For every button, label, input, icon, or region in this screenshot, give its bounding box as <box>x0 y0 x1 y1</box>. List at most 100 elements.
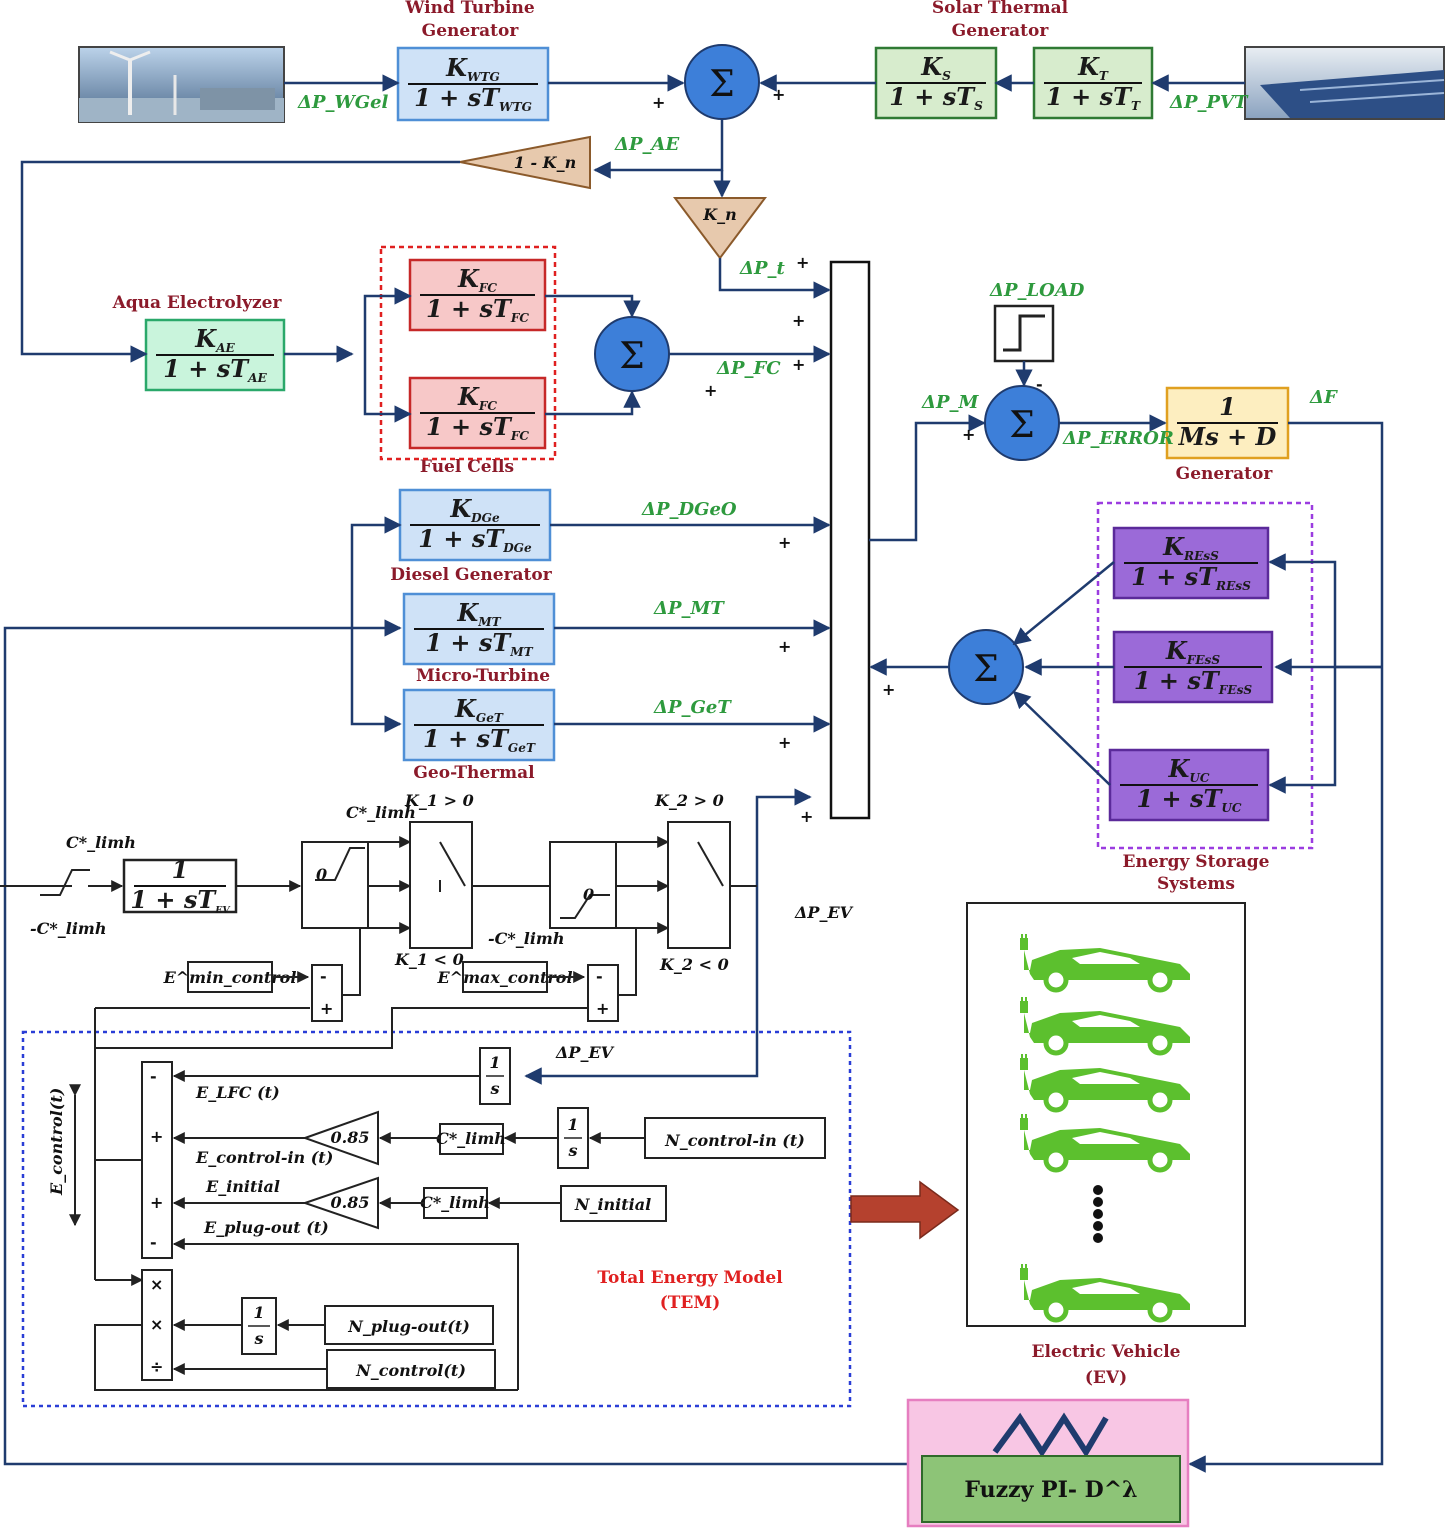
electric-car-icon <box>1020 934 1190 993</box>
svg-text:s: s <box>489 1079 499 1098</box>
electric-car-icon <box>1020 1114 1190 1173</box>
signal-mt: ΔP_MT <box>653 598 725 619</box>
evlag-block: 11 + sTEV <box>122 855 238 916</box>
svg-text:1: 1 <box>253 1303 264 1322</box>
elfc-label: E_LFC (t) <box>195 1083 280 1102</box>
svg-text:+: + <box>150 1127 163 1146</box>
dge-denominator: 1 + sTDGe <box>418 524 532 555</box>
svg-text:×: × <box>150 1315 163 1334</box>
ae-gain-label: 1 - K_n <box>514 153 576 172</box>
sum-fuel-cells: Σ <box>594 316 670 392</box>
c-box-2: C*_limh <box>420 1193 490 1212</box>
signal-fc: ΔP_FC <box>716 358 781 379</box>
svg-text:+: + <box>778 637 791 656</box>
res-denominator: 1 + sTREsS <box>1131 562 1251 593</box>
get-denominator: 1 + sTGeT <box>423 724 536 755</box>
fc1-numerator: KFC <box>457 264 497 295</box>
k1-top: K_1 > 0 <box>404 791 474 810</box>
svg-text:+: + <box>882 680 895 699</box>
svg-text:Σ: Σ <box>1009 405 1034 446</box>
solar-title-1: Solar Thermal <box>932 0 1069 18</box>
clink-bot: -C*_limh <box>30 919 106 938</box>
uc-numerator: KUC <box>1167 754 1209 785</box>
solar-panel-image <box>1244 46 1445 120</box>
k1-bot: K_1 < 0 <box>394 950 464 969</box>
svg-text:-: - <box>320 967 327 986</box>
signal-pt: ΔP_t <box>739 258 786 279</box>
wtg-numerator: KWTG <box>445 53 500 84</box>
svg-text:s: s <box>567 1141 577 1160</box>
zero-1: 0 <box>316 865 327 884</box>
svg-text:÷: ÷ <box>150 1357 163 1376</box>
ae-denominator: 1 + sTAE <box>163 354 267 385</box>
svg-text:+: + <box>320 999 333 1018</box>
svg-text:+: + <box>778 533 791 552</box>
fc2-numerator: KFC <box>457 382 497 413</box>
svg-text:+: + <box>800 807 813 826</box>
n-control-in-box: N_control-in (t) <box>664 1131 805 1150</box>
c-box-1: C*_limh <box>436 1129 506 1148</box>
signal-df: ΔF <box>1309 387 1338 408</box>
evlag-denominator: 1 + sTEV <box>130 885 231 916</box>
signal-dgeo: ΔP_DGeO <box>641 499 737 520</box>
ae-gain-block: 1 - K_n <box>459 135 591 190</box>
svg-text:+: + <box>772 85 785 104</box>
clink-3: -C*_limh <box>488 929 564 948</box>
svg-text:-: - <box>1036 375 1043 394</box>
ae-numerator: KAE <box>194 324 235 355</box>
einitial-label: E_initial <box>205 1177 280 1196</box>
solar-s-numerator: KS <box>920 52 951 83</box>
fuel-title: Fuel Cells <box>420 457 514 477</box>
fc2-denominator: 1 + sTFC <box>426 412 529 443</box>
fes-denominator: 1 + sTFEsS <box>1134 666 1253 697</box>
gen-numerator: 1 <box>1219 392 1236 421</box>
fes-numerator: KFEsS <box>1165 636 1220 667</box>
mt-denominator: 1 + sTMT <box>425 628 533 659</box>
svg-text:-: - <box>150 1067 157 1086</box>
gen-denominator: Ms + D <box>1178 422 1277 451</box>
micro-title: Micro-Turbine <box>416 666 550 686</box>
wind-turbine-image <box>78 46 285 123</box>
svg-text:+: + <box>652 93 665 112</box>
clink-2: C*_limh <box>346 803 416 822</box>
tem-title-1: Total Energy Model <box>597 1268 783 1288</box>
svg-text:×: × <box>150 1275 163 1294</box>
signal-ae: ΔP_AE <box>614 134 679 155</box>
solar-t-block: KT1 + sTT <box>1032 46 1154 120</box>
signal-pvt: ΔP_PVT <box>1169 92 1249 113</box>
geo-title: Geo-Thermal <box>413 763 535 783</box>
power-bus <box>829 260 871 820</box>
solar-title-2: Generator <box>952 21 1050 41</box>
junction-signs: + + + + + + - + + + + + + <box>652 85 1043 826</box>
ev-control: C*_limh -C*_limh 0 C*_limh K_1 > 0 K_1 <… <box>0 791 757 1280</box>
wind-title-1: Wind Turbine <box>404 0 535 18</box>
svg-text:1: 1 <box>489 1053 500 1072</box>
svg-text:+: + <box>778 733 791 752</box>
electric-car-icon <box>1020 1054 1190 1113</box>
svg-text:Σ: Σ <box>619 336 644 377</box>
svg-text:+: + <box>704 381 717 400</box>
n-initial-box: N_initial <box>574 1195 651 1214</box>
svg-text:-: - <box>150 1233 157 1252</box>
svg-text:1: 1 <box>567 1115 578 1134</box>
n-plug-out-box: N_plug-out(t) <box>347 1317 470 1336</box>
zero-2: 0 <box>583 885 594 904</box>
eplugout-label: E_plug-out (t) <box>203 1218 329 1237</box>
emin-box: E^min_control <box>163 968 297 987</box>
ev-title-1: Electric Vehicle <box>1031 1342 1180 1362</box>
svg-text:+: + <box>962 425 975 444</box>
svg-text:+: + <box>792 311 805 330</box>
mt-numerator: KMT <box>456 598 501 629</box>
uc-denominator: 1 + sTUC <box>1136 784 1241 815</box>
svg-text:Σ: Σ <box>709 64 734 105</box>
kn-gain-block: K_n <box>673 197 767 260</box>
